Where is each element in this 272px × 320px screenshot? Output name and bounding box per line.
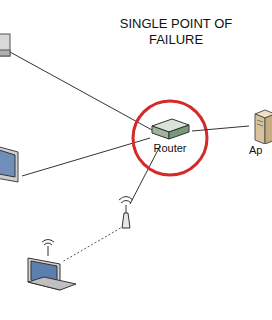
router-node: Router (148, 116, 192, 155)
wireless-link (62, 226, 124, 262)
network-wire (10, 52, 152, 130)
server-node: Ap (249, 108, 272, 157)
access-point-icon (119, 197, 133, 229)
network-wire (22, 138, 150, 176)
monitor-icon (0, 146, 18, 182)
failure-ring (133, 101, 207, 175)
network-wire (130, 146, 160, 204)
router-icon (148, 116, 192, 142)
laptop-icon (28, 240, 76, 291)
printer-icon (0, 34, 10, 56)
device-label: Ap (249, 144, 272, 157)
device-label: Router (148, 142, 192, 155)
network-wire (192, 126, 249, 131)
diagram-title: SINGLE POINT OF FAILURE (110, 16, 242, 48)
server-icon (249, 108, 272, 144)
